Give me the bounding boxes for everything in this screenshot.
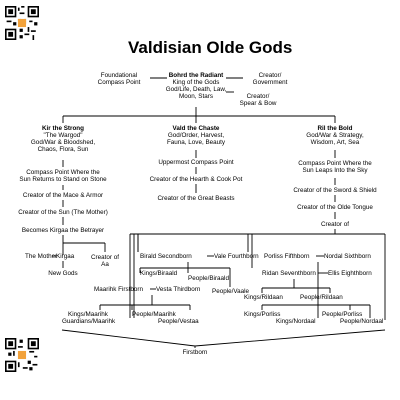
bohrd-name: Bohrd the Radiant (168, 72, 224, 79)
nordal-sixthborn: Nordal Sixthborn (324, 253, 371, 260)
vesta-thirdborn: Vesta Thirdborn (156, 286, 201, 293)
people-rildaan: People/Rildaan (300, 294, 343, 301)
vald-role-2: Creator of the Hearth & Cook Pot (149, 176, 243, 183)
bohrd-desc-2: God/Life, Death, Law, (165, 86, 227, 93)
vald-desc-1: God/Order, Harvest, (167, 132, 225, 139)
people-vestaa: People/Vestaa (158, 318, 199, 325)
page-title: Valdisian Olde Gods (128, 38, 293, 57)
bohrd-desc-3: Moon, Stars (179, 93, 213, 100)
kings-rildaan: Kings/Rildaan (244, 294, 283, 301)
bohrd-role-right-1b: Government (252, 79, 288, 86)
ril-role-1b: Sun Leaps Into the Sky (302, 167, 368, 174)
vald-role-1: Uppermost Compass Point (158, 159, 234, 166)
birald-secondborn: Birald Secondborn (140, 253, 192, 260)
creator-of-aa-2: Aa (101, 261, 109, 268)
qr-code-bottom (5, 338, 39, 372)
creator-of-aa-1: Creator of (91, 254, 119, 261)
people-maarihk: People/Maarihk (132, 311, 176, 318)
kir-role-1b: Sun Returns to Stand on Stone (19, 176, 107, 183)
new-gods: New Gods (48, 270, 78, 277)
bohrd-role-right-2b: Spear & Bow (239, 100, 277, 107)
bohrd-role-right-1a: Creator/ (258, 72, 282, 79)
kings-nordaal: Kings/Nordaal (276, 318, 316, 325)
kings-maarihk: Kings/Maarihk (68, 311, 108, 318)
porliss-fifthborn: Porliss Fifthborn (264, 253, 310, 260)
bohrd-desc-1: King of the Gods (172, 79, 220, 86)
kir-desc-3: Chaos, Flora, Sun (37, 146, 89, 153)
people-nordaal: People/Nordaal (340, 318, 384, 325)
kings-biraald: Kings/Biraald (140, 270, 178, 277)
vald-name: Vald the Chaste (172, 125, 220, 132)
kir-role-2: Creator of the Mace & Armor (22, 192, 104, 199)
ril-desc-2: Wisdom, Art, Sea (310, 139, 360, 146)
vald-desc-2: Fauna, Love, Beauty (166, 139, 226, 146)
ril-role-3: Creator of the Olde Tongue (297, 204, 373, 211)
ril-role-4: Creator of (321, 221, 349, 228)
kir-role-1a: Compass Point Where the (26, 169, 100, 176)
vale-fourthborn: Vale Fourthborn (214, 253, 259, 260)
kir-role-4: Becomes Kirgaa the Betrayer (21, 227, 105, 234)
the-mother: The Mother (25, 253, 58, 260)
guardians-maarihk: Guardians/Maarihk (62, 318, 116, 325)
bohrd-role-right-2a: Creator/ (246, 93, 270, 100)
ril-role-2: Creator of the Sword & Shield (293, 187, 377, 194)
firstborn: Firstborn (182, 349, 208, 356)
people-biraald: People/Biraald (188, 275, 229, 282)
kir-desc-2: God/War & Bloodshed, (30, 139, 96, 146)
people-porliss: People/Porliss (322, 311, 363, 318)
ril-role-1a: Compass Point Where the (298, 160, 372, 167)
ril-name: Ril the Bold (317, 125, 353, 132)
ellis-eighthborn: Ellis Eighthborn (328, 270, 372, 277)
ridan-seventhborn: Ridan Seventhborn (262, 270, 316, 277)
bohrd-role-left-1: Foundational (100, 72, 138, 79)
bohrd-role-left-2: Compass Point (97, 79, 141, 86)
qr-code-top (5, 6, 39, 40)
kir-desc-1: "The Wargod" (43, 132, 83, 139)
ril-desc-1: God/War & Strategy, (306, 132, 364, 139)
maarihk-firstborn: Maarihk Firstborn (94, 286, 143, 293)
vald-role-3: Creator of the Great Beasts (157, 195, 235, 202)
people-vaale: People/Vaale (212, 288, 249, 295)
kirgaa: Kirgaa (56, 253, 75, 260)
kir-role-3: Creator of the Sun (The Mother) (18, 209, 108, 216)
kings-porliss: Kings/Porliss (244, 311, 281, 318)
kir-name: Kir the Strong (42, 125, 84, 132)
